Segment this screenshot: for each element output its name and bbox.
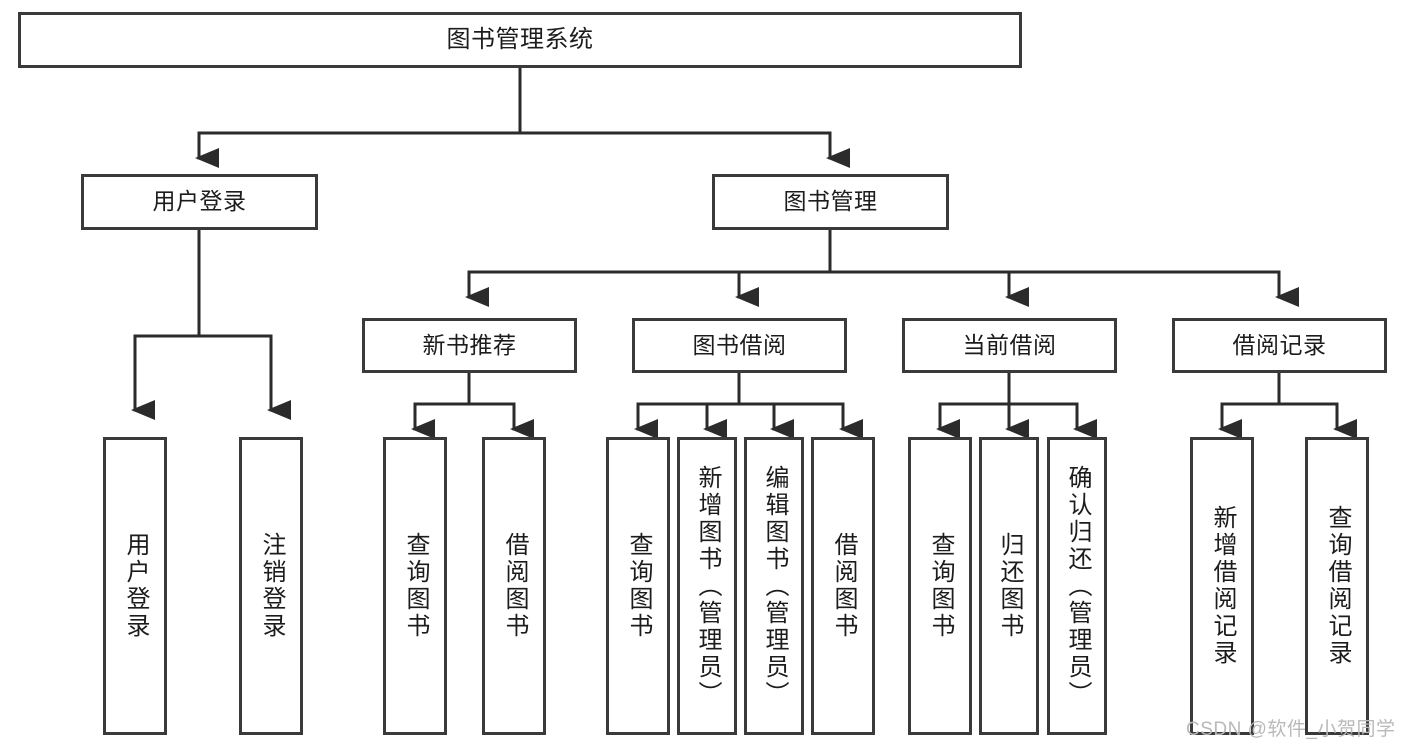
node-leaf-borrow-book-rec[interactable]: 借阅图书 <box>482 437 546 735</box>
node-leaf-return-book-label: 归还图书 <box>996 532 1023 640</box>
node-user-login-label: 用户登录 <box>152 188 247 215</box>
node-leaf-query-book-cur-label: 查询图书 <box>927 532 954 640</box>
node-leaf-query-book-borrow[interactable]: 查询图书 <box>606 437 670 735</box>
node-new-book-recommend[interactable]: 新书推荐 <box>362 318 577 373</box>
node-leaf-user-logout-label: 注销登录 <box>258 532 285 640</box>
node-borrow-record-label: 借阅记录 <box>1232 331 1327 358</box>
node-book-manage[interactable]: 图书管理 <box>712 174 949 230</box>
node-leaf-add-book-label: 新增图书（管理员） <box>694 464 721 708</box>
node-current-borrow[interactable]: 当前借阅 <box>902 318 1117 373</box>
node-leaf-confirm-return[interactable]: 确认归还（管理员） <box>1047 437 1107 735</box>
node-leaf-edit-book[interactable]: 编辑图书（管理员） <box>744 437 804 735</box>
node-book-manage-label: 图书管理 <box>783 188 878 215</box>
node-leaf-query-book-borrow-label: 查询图书 <box>625 532 652 640</box>
node-leaf-borrow-book[interactable]: 借阅图书 <box>811 437 875 735</box>
csdn-watermark: CSDN @软件_小贺同学 <box>1186 719 1396 740</box>
node-new-book-recommend-label: 新书推荐 <box>422 331 517 358</box>
node-leaf-borrow-book-label: 借阅图书 <box>830 532 857 640</box>
node-book-borrow[interactable]: 图书借阅 <box>632 318 847 373</box>
node-leaf-return-book[interactable]: 归还图书 <box>979 437 1039 735</box>
node-leaf-add-book[interactable]: 新增图书（管理员） <box>677 437 737 735</box>
node-current-borrow-label: 当前借阅 <box>962 331 1057 358</box>
node-book-borrow-label: 图书借阅 <box>692 331 787 358</box>
node-leaf-query-record-label: 查询借阅记录 <box>1324 505 1351 667</box>
node-leaf-user-logout[interactable]: 注销登录 <box>239 437 303 735</box>
node-user-login[interactable]: 用户登录 <box>81 174 318 230</box>
node-leaf-user-login-label: 用户登录 <box>122 532 149 640</box>
node-leaf-user-login[interactable]: 用户登录 <box>103 437 167 735</box>
node-leaf-add-record[interactable]: 新增借阅记录 <box>1190 437 1254 735</box>
node-leaf-confirm-return-label: 确认归还（管理员） <box>1064 464 1091 708</box>
node-root-label: 图书管理系统 <box>446 25 594 53</box>
node-leaf-add-record-label: 新增借阅记录 <box>1209 505 1236 667</box>
node-leaf-query-book-rec-label: 查询图书 <box>402 532 429 640</box>
node-root[interactable]: 图书管理系统 <box>18 12 1022 68</box>
node-leaf-edit-book-label: 编辑图书（管理员） <box>761 464 788 708</box>
node-leaf-query-book-rec[interactable]: 查询图书 <box>383 437 447 735</box>
node-leaf-query-record[interactable]: 查询借阅记录 <box>1305 437 1369 735</box>
node-borrow-record[interactable]: 借阅记录 <box>1172 318 1387 373</box>
node-leaf-borrow-book-rec-label: 借阅图书 <box>501 532 528 640</box>
node-leaf-query-book-cur[interactable]: 查询图书 <box>908 437 972 735</box>
